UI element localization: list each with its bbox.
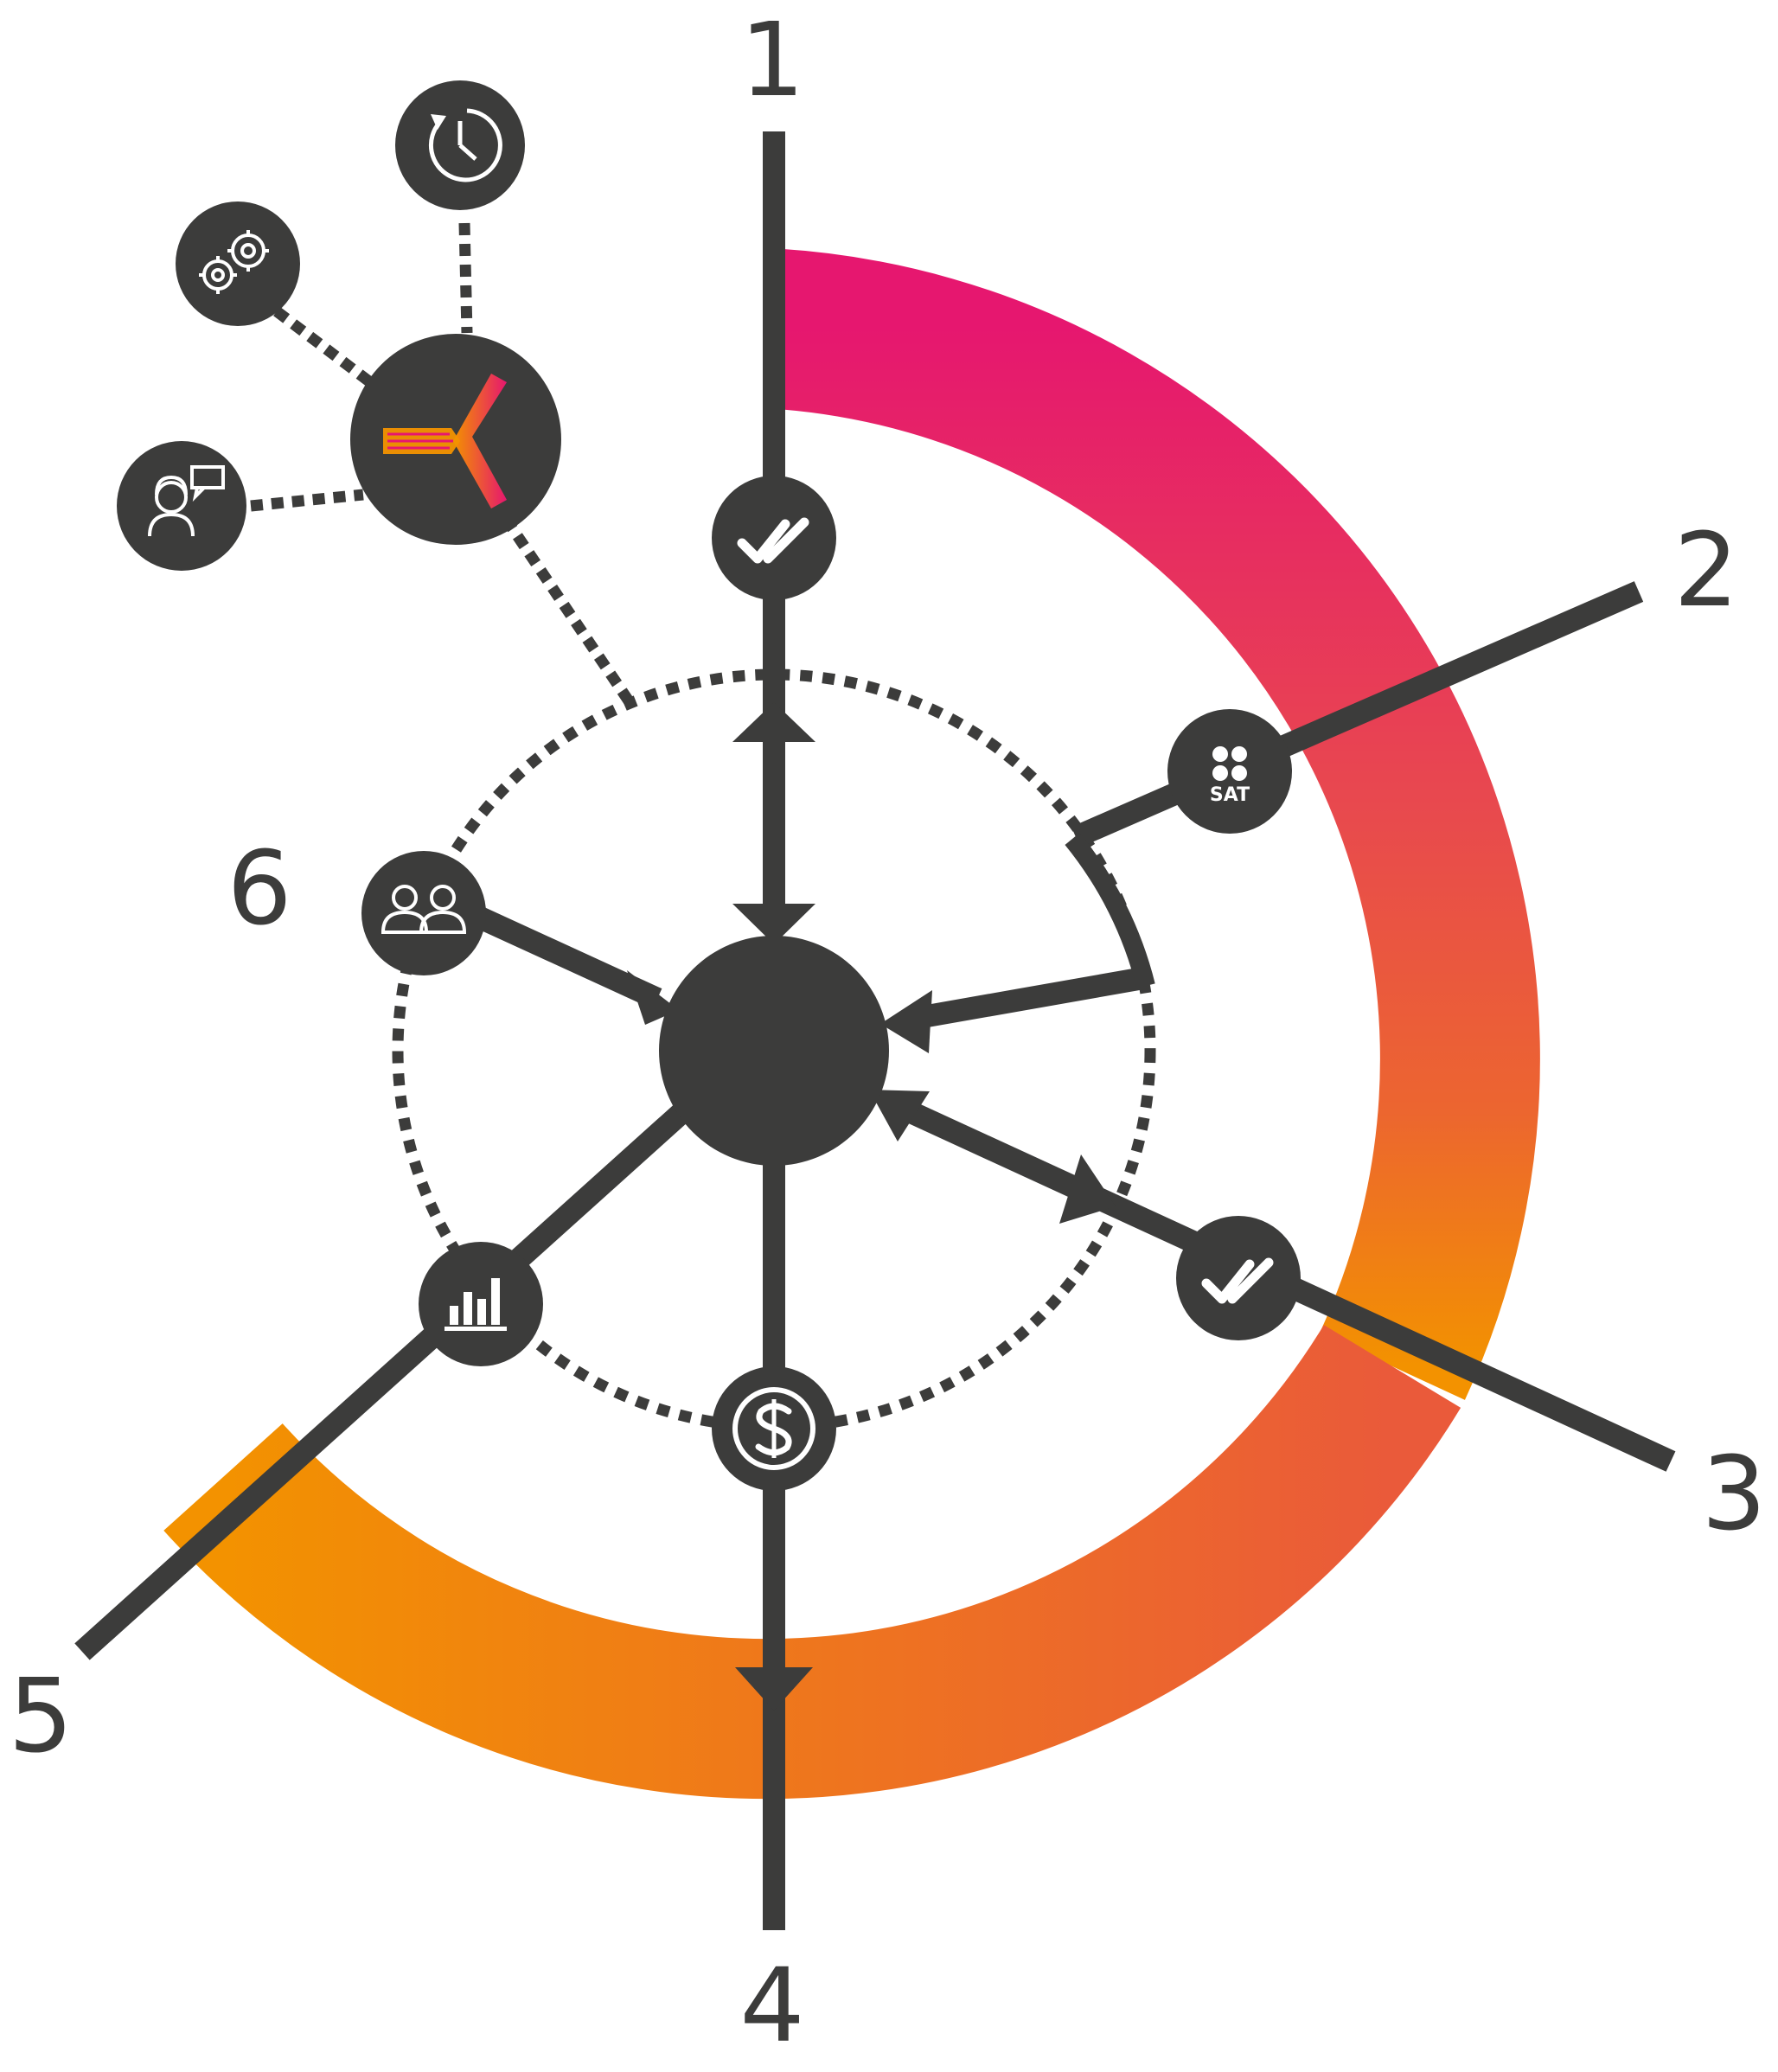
sat-label: SAT [1210, 784, 1250, 806]
bar-chart-icon [419, 1242, 543, 1366]
label-2: 2 [1673, 510, 1738, 630]
double-check-icon [1176, 1216, 1301, 1340]
arrowheads [627, 702, 1116, 1711]
double-check-icon [712, 476, 836, 600]
label-4: 4 [739, 1946, 804, 2065]
bracket-arc [1065, 833, 1155, 988]
brand-logo-icon [350, 334, 561, 545]
support-agent-icon [117, 441, 246, 571]
gears-icon [176, 201, 300, 326]
progress-arc-upper [769, 248, 1540, 1400]
central-hub [659, 936, 889, 1166]
label-1: 1 [739, 0, 804, 119]
sat-icon: SAT [1167, 709, 1292, 834]
progress-arc-lower [163, 1324, 1461, 1800]
cluster-connectors [250, 222, 636, 708]
label-6: 6 [227, 828, 291, 948]
label-5: 5 [8, 1656, 73, 1775]
people-icon [361, 851, 486, 975]
dollar-coin-icon [712, 1366, 836, 1491]
clock-cycle-icon [395, 80, 525, 210]
label-3: 3 [1701, 1434, 1766, 1553]
